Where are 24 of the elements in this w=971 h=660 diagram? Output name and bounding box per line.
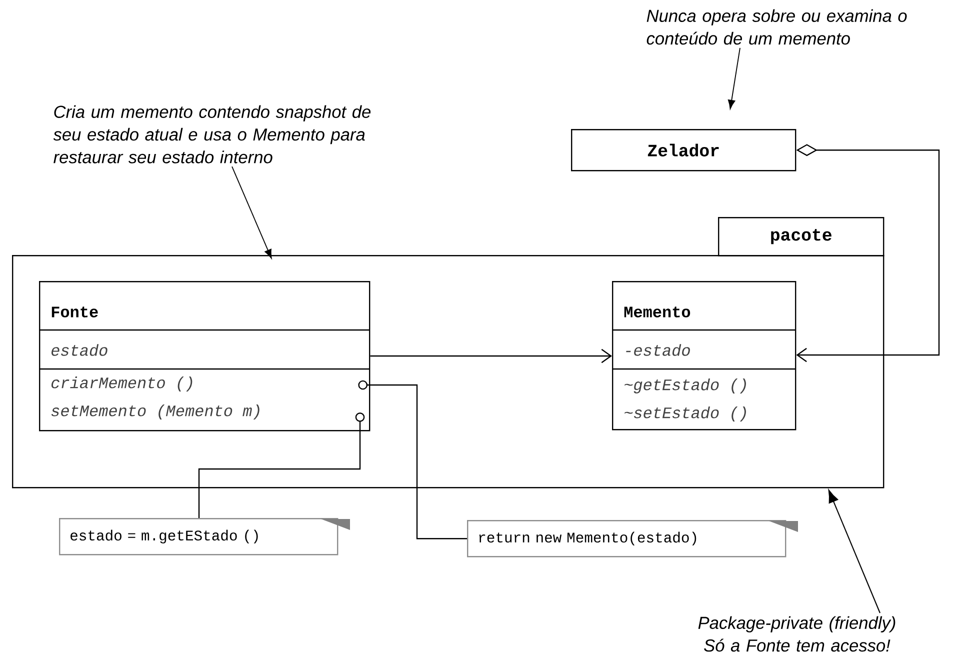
method-text: ~getEstado () <box>624 378 746 394</box>
attribute-text: estado <box>52 344 108 356</box>
class-box <box>39 281 370 432</box>
association-arrow <box>370 348 612 364</box>
leader-line <box>728 47 740 110</box>
note-connector <box>198 412 365 518</box>
class-name: Memento <box>624 306 690 318</box>
class-box: Zelador <box>571 129 796 172</box>
leader-line <box>232 166 272 259</box>
annotation-text: Cria um memento contendo snapshot de seu estado atual e usa o Memento para restaurar seu estado interno <box>53 105 371 164</box>
method-text: ~setEstado () <box>624 406 746 422</box>
note-connector <box>358 380 467 540</box>
node-label: pacote <box>771 229 832 244</box>
aggregation-arrow <box>796 144 940 362</box>
leader-line <box>828 490 880 614</box>
class-name: Fonte <box>52 306 98 318</box>
note: return new Memento(estado) <box>467 520 798 558</box>
annotation-text: Nunca opera sobre ou examina o conteúdo de um memento <box>646 9 907 45</box>
class-box <box>612 281 796 430</box>
attribute-text: -estado <box>626 344 690 356</box>
method-text: setMemento (Memento m) <box>51 404 260 420</box>
annotation-text: Package-private (friendly) Só a Fonte tem acesso! <box>698 616 896 652</box>
note: estado = m.getEStado () <box>59 518 350 556</box>
method-text: criarMemento () <box>52 376 192 392</box>
